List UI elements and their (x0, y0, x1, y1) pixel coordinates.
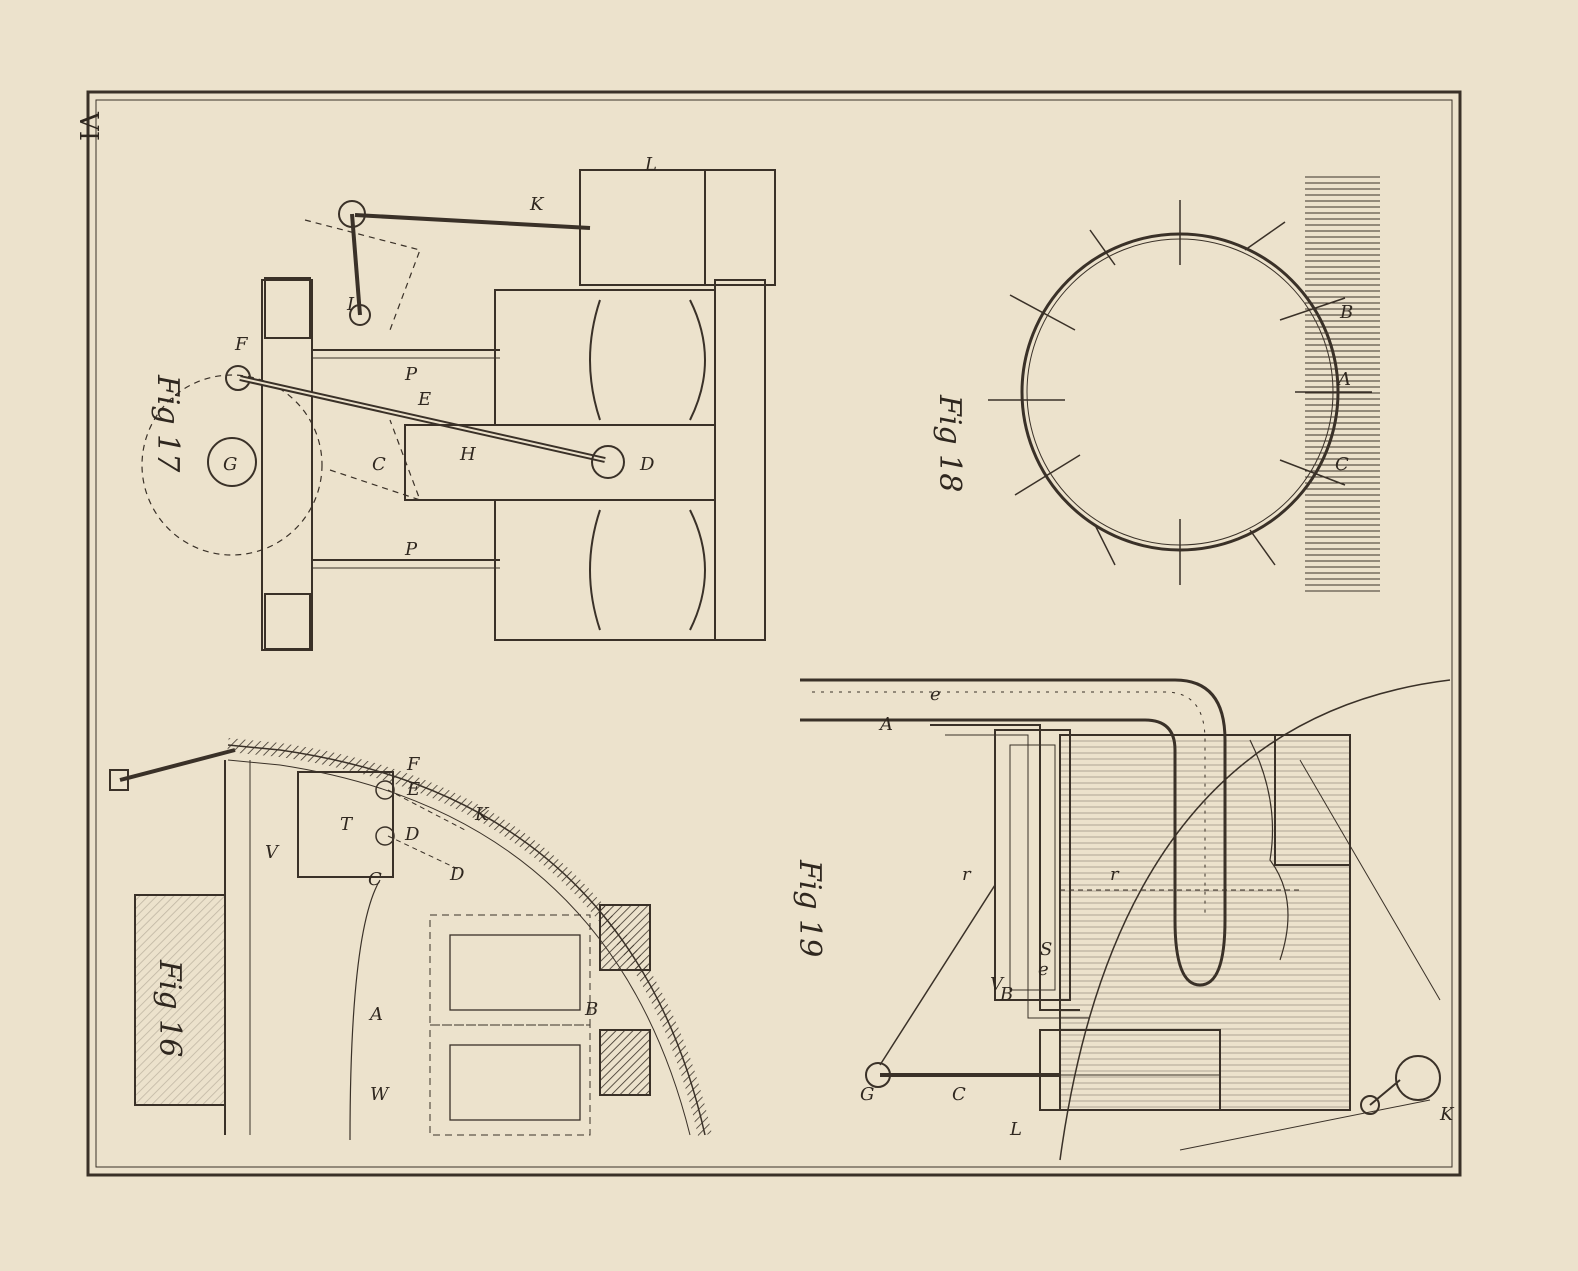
fig17-crank-hub (207, 437, 257, 487)
fig17-centre-column (404, 424, 716, 501)
plate-frame-inner (95, 99, 1453, 1168)
fig17-rod-end (591, 445, 625, 479)
fig16-label-D2: D (449, 864, 465, 885)
fig17-box-left (264, 593, 311, 650)
fig19-steam-chest (994, 729, 1071, 1001)
fig17-base (714, 279, 766, 641)
fig19-label-L: L (1009, 1119, 1022, 1140)
fig16-label-F: F (406, 754, 421, 775)
fig18-label-B: B (1339, 302, 1353, 323)
fig16-label-W: W (370, 1084, 390, 1105)
fig18-label-C: C (1335, 454, 1349, 475)
fig19-title: Fig 19 (792, 859, 827, 957)
fig17-box-right (264, 277, 311, 339)
fig17-cylinder-top (494, 289, 716, 426)
fig18-wheel (1020, 232, 1340, 552)
fig19-label-B: B (999, 984, 1013, 1005)
fig17-cylinder-bottom (494, 499, 716, 641)
fig19-label-G: G (860, 1084, 874, 1105)
figure-16 (109, 738, 712, 1141)
figure-18 (988, 175, 1380, 595)
fig19-steam-pipe (930, 724, 1080, 1011)
fig16-box-T (297, 771, 394, 878)
figure-19 (800, 678, 1451, 1161)
fig19-label-A: A (878, 714, 893, 735)
fig17-label-D: D (639, 454, 655, 475)
fig18-paddles (988, 200, 1372, 585)
fig16-label-E: E (406, 779, 420, 800)
fig16-label-A: A (368, 1004, 383, 1025)
fig16-mast (119, 748, 236, 782)
fig17-label-P2: P (404, 539, 418, 560)
fig19-chimney-flue (800, 678, 1227, 987)
fig19-cylinder (1039, 1029, 1221, 1111)
fig16-title: Fig 16 (152, 959, 187, 1057)
fig19-crosshead (865, 1062, 891, 1088)
fig18-title: Fig 18 (932, 394, 967, 492)
fig18-water (1305, 175, 1380, 595)
fig16-label-D: D (404, 824, 420, 845)
fig19-label-V: V (990, 974, 1005, 995)
fig19-label-e: e (1038, 959, 1049, 980)
fig17-pump-rod (354, 213, 591, 230)
fig16-label-T: T (340, 814, 354, 835)
fig19-label-r2: r (1110, 864, 1120, 885)
fig17-pump-box (579, 169, 776, 286)
fig17-label-E: E (417, 389, 431, 410)
fig16-engine-1 (449, 934, 581, 1011)
fig16-label-C: C (368, 869, 382, 890)
fig16-engine-2 (449, 1044, 581, 1121)
fig18-label-A: A (1336, 369, 1351, 390)
fig17-label-P1: P (404, 364, 418, 385)
fig17-label-I: I (346, 294, 355, 315)
figure-17 (141, 169, 776, 651)
fig17-title: Fig 17 (150, 374, 185, 473)
plate-number: VI (73, 111, 103, 141)
fig17-label-H: H (459, 444, 476, 465)
fig19-crank-K (1395, 1055, 1441, 1101)
fig19-label-C: C (952, 1084, 966, 1105)
fig16-label-K: K (474, 804, 490, 825)
fig19-label-K: K (1439, 1104, 1455, 1125)
fig17-label-F: F (234, 334, 249, 355)
fig17-label-K: K (529, 194, 545, 215)
fig16-label-V: V (265, 842, 280, 863)
fig16-label-B: B (584, 999, 598, 1020)
fig17-label-C: C (372, 454, 386, 475)
fig19-label-d: e (930, 684, 941, 705)
fig19-label-S: S (1040, 939, 1052, 960)
fig19-firebox (1274, 734, 1351, 866)
fig17-crank-dashed-circle (141, 374, 323, 556)
fig17-label-L: L (644, 154, 657, 175)
fig17-label-G: G (223, 454, 237, 475)
plate-frame-outer (86, 90, 1462, 1177)
fig19-label-r1: r (962, 864, 972, 885)
